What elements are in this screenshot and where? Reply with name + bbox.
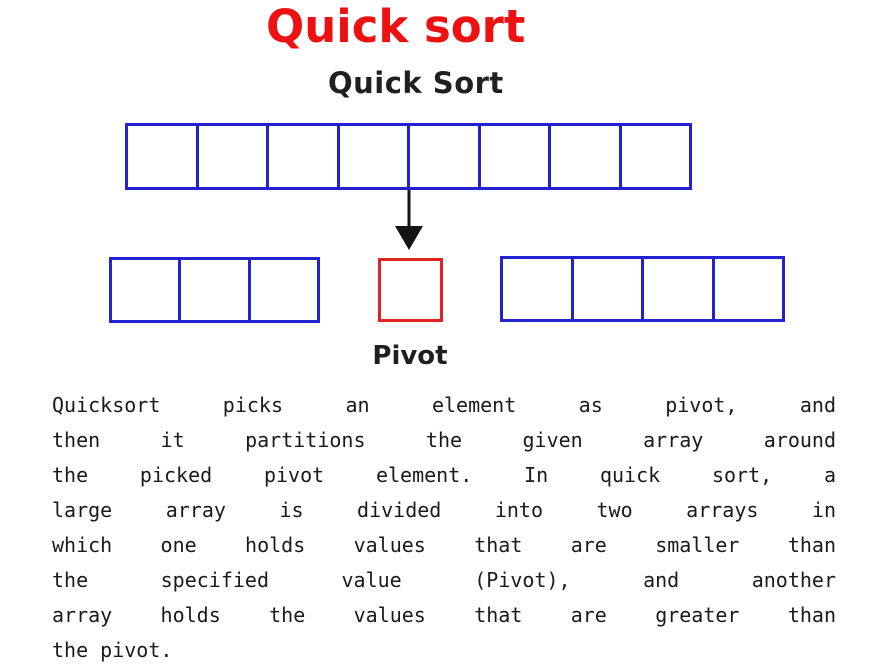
description-line: then it partitions the given array aroun… [52, 428, 836, 452]
description-paragraph: Quicksort picks an element as pivot, and… [52, 388, 836, 668]
description-line: the pivot. [52, 638, 173, 662]
array-cell [644, 259, 715, 319]
array-cell [574, 259, 644, 319]
array-cell [199, 126, 269, 187]
array-cell [112, 260, 182, 320]
right-partition-array [500, 256, 785, 322]
description-line: the picked pivot element. In quick sort,… [52, 463, 836, 487]
array-cell [340, 126, 410, 187]
array-cell [251, 260, 317, 320]
down-arrow-icon [395, 190, 423, 250]
array-cell [481, 126, 551, 187]
array-cell [410, 126, 481, 187]
array-cell [269, 126, 340, 187]
description-line: large array is divided into two arrays i… [52, 498, 836, 522]
page-title: Quick sort [266, 0, 526, 53]
diagram-heading: Quick Sort [328, 66, 504, 100]
array-cell [503, 259, 574, 319]
left-partition-array [109, 257, 320, 323]
array-cell [181, 260, 251, 320]
array-cell [715, 259, 783, 319]
description-line: array holds the values that are greater … [52, 603, 836, 627]
pivot-label: Pivot [372, 341, 448, 371]
array-cell [622, 126, 690, 187]
array-cell [128, 126, 199, 187]
pivot-cell [378, 258, 443, 322]
array-cell [551, 126, 622, 187]
description-line: Quicksort picks an element as pivot, and [52, 393, 836, 417]
description-line: the specified value (Pivot), and another [52, 568, 836, 592]
description-line: which one holds values that are smaller … [52, 533, 836, 557]
unsorted-array [125, 123, 692, 190]
